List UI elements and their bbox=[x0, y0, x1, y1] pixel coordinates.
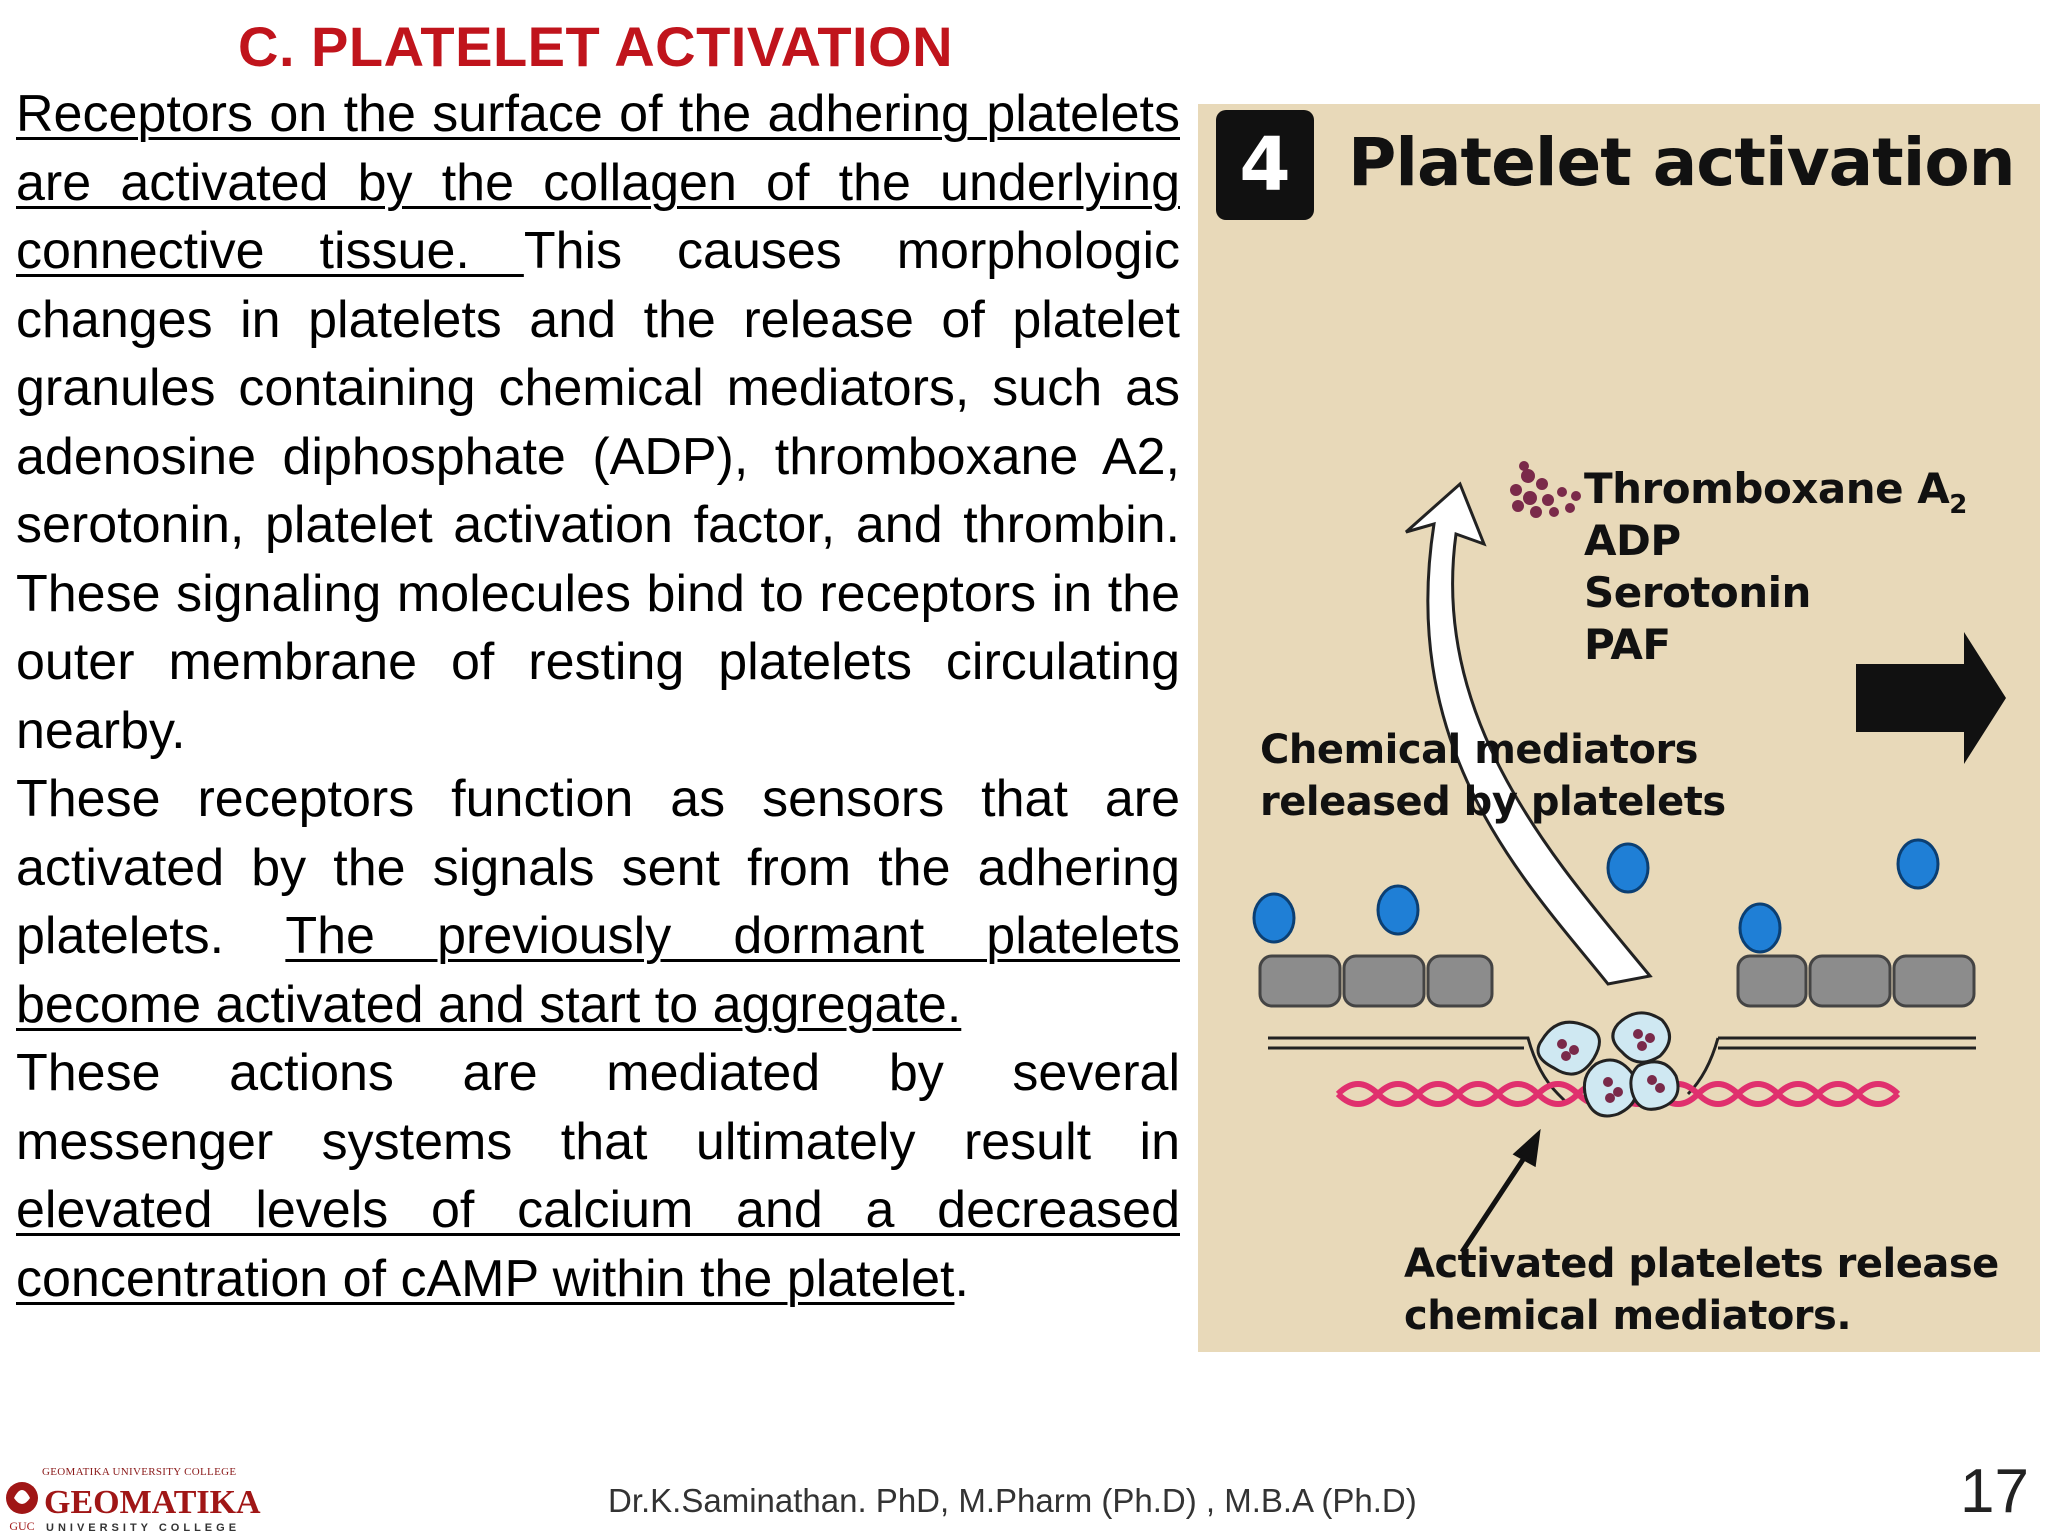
step-number-badge: 4 bbox=[1216, 110, 1314, 220]
rbc-group bbox=[1252, 838, 1940, 954]
page-number: 17 bbox=[1960, 1457, 2029, 1526]
next-step-arrow-icon bbox=[1856, 632, 2006, 764]
endothelial-cells bbox=[1258, 954, 1976, 1008]
pointer-arrow bbox=[1459, 1128, 1541, 1254]
platelet-activation-figure: 4 Platelet activation Thromboxane A2 ADP… bbox=[1198, 104, 2040, 1352]
underlined-text: The previously dormant platelets become … bbox=[16, 907, 1180, 1034]
figure-illustration bbox=[1252, 461, 2006, 1254]
logo-emblem-icon: GUC bbox=[6, 1482, 38, 1533]
caption-activated-line-2: chemical mediators. bbox=[1404, 1293, 1852, 1339]
release-arrow bbox=[1405, 481, 1653, 986]
platelet-granules bbox=[1557, 1029, 1665, 1103]
plain-text: These actions are mediated by several me… bbox=[16, 1044, 1180, 1171]
logo-top-text: GEOMATIKA UNIVERSITY COLLEGE bbox=[42, 1466, 237, 1478]
figure-title: Platelet activation bbox=[1348, 124, 2016, 201]
body-text: Receptors on the surface of the adhering… bbox=[16, 80, 1180, 1313]
mediator-subscript: 2 bbox=[1949, 490, 1967, 520]
basement-membrane bbox=[1268, 1036, 1976, 1106]
mediator-paf: PAF bbox=[1584, 620, 1671, 669]
caption-released: Chemical mediators released by platelets bbox=[1260, 724, 1726, 828]
slide-title: C. PLATELET ACTIVATION bbox=[238, 15, 954, 78]
plain-text: This causes morphologic changes in plate… bbox=[16, 222, 1180, 760]
mediator-serotonin: Serotonin bbox=[1584, 568, 1811, 617]
university-logo: GUC GEOMATIKA UNIVERSITY COLLEGE GEOMATI… bbox=[0, 1466, 261, 1536]
mediator-thromboxane-label: Thromboxane A bbox=[1584, 464, 1950, 513]
mediator-adp: ADP bbox=[1584, 516, 1681, 565]
caption-released-line-2: released by platelets bbox=[1260, 779, 1726, 825]
underlined-text: elevated levels of calcium and a decreas… bbox=[16, 1181, 1180, 1308]
paragraph-2: These receptors function as sensors that… bbox=[16, 765, 1180, 1039]
caption-activated: Activated platelets release chemical med… bbox=[1404, 1238, 1999, 1342]
caption-activated-line-1: Activated platelets release bbox=[1404, 1241, 1999, 1287]
logo-sub-text: UNIVERSITY COLLEGE bbox=[46, 1522, 241, 1534]
caption-released-line-1: Chemical mediators bbox=[1260, 727, 1698, 773]
plain-text: These receptors function as sensors that… bbox=[16, 770, 1180, 965]
underlined-text: Receptors on the surface of the adhering… bbox=[16, 85, 1180, 280]
footer-author: Dr.K.Saminathan. PhD, M.Pharm (Ph.D) , M… bbox=[608, 1482, 1417, 1519]
granule-cluster-icon bbox=[1510, 461, 1581, 518]
logo-emblem-letters: GUC bbox=[9, 1519, 34, 1533]
logo-main-text: GEOMATIKA bbox=[44, 1484, 261, 1521]
plain-text: . bbox=[954, 1249, 969, 1308]
mediator-thromboxane: Thromboxane A2 bbox=[1584, 464, 1967, 520]
paragraph-3: These actions are mediated by several me… bbox=[16, 1039, 1180, 1313]
paragraph-1: Receptors on the surface of the adhering… bbox=[16, 80, 1180, 765]
